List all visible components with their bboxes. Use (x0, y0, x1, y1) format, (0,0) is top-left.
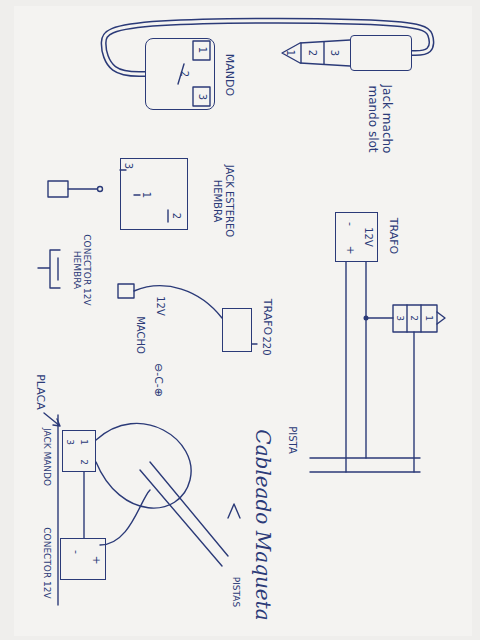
sketch-label: + (344, 245, 357, 254)
track-wires (346, 262, 414, 472)
paper-sheet (14, 6, 472, 636)
track-rails (310, 458, 420, 472)
sketch-label: 12V (362, 227, 374, 247)
small-plug-symbol (48, 181, 103, 197)
male-12v-plug-symbol (252, 343, 257, 344)
male-12v-plug-symbol (134, 286, 222, 318)
sketch-label: CONECTOR 12V HEMBRA (72, 229, 93, 311)
female-12v-connector-symbol (38, 250, 60, 288)
component-label: MANDO (223, 54, 236, 96)
board-wiring (83, 472, 84, 538)
sketch-label: ⊖-C-⊕ (152, 363, 165, 397)
cable-group (104, 21, 432, 74)
board-edge (57, 415, 58, 605)
sketch-label: 3 (196, 94, 208, 100)
component-box: Jack macho mando slot (350, 35, 412, 71)
jack-plug-tip (282, 40, 350, 66)
board-edge (44, 413, 60, 426)
jack-socket-pins (120, 170, 168, 222)
small-jack-symbol (407, 305, 445, 332)
cable-inner (104, 21, 432, 74)
small-jack-symbol (393, 305, 437, 332)
sketch-label: 2 (79, 459, 89, 465)
component-label: Jack macho mando slot (365, 79, 393, 159)
mando-buttons (193, 41, 210, 60)
cable (104, 21, 432, 74)
sketch-label: 3 (65, 439, 75, 445)
sketch-label: 3 (395, 315, 405, 321)
sketch-label: 2 (306, 50, 318, 56)
sketch-label: 1 (140, 192, 152, 198)
jack-socket-pins (120, 170, 168, 222)
board-wiring (100, 490, 150, 545)
component-box: JACK MANDO (62, 430, 96, 472)
component-label: CONECTOR 12V (42, 527, 52, 598)
sketch-label: MACHO (134, 316, 146, 354)
component-label: TRAFO (387, 218, 400, 254)
sketch-label: 1 (424, 315, 434, 321)
component-label: TRAFO (261, 299, 274, 335)
sketch-label: 220 (260, 336, 272, 355)
sketch-label: 12V (154, 296, 166, 316)
board-wiring (84, 423, 240, 566)
female-12v-connector-symbol (38, 250, 60, 288)
sketch-label: - (70, 550, 83, 554)
track-rails (310, 458, 420, 472)
small-plug-symbol (98, 187, 103, 192)
sketch-label: 2 (409, 315, 419, 321)
track-wires (346, 262, 414, 472)
sketch-label: 3 (328, 50, 340, 56)
sketch-label: PLACA (34, 374, 47, 410)
sketch-illustration (38, 40, 445, 605)
small-plug-symbol (48, 181, 68, 197)
male-12v-plug-symbol (118, 284, 134, 298)
component-box: TRAFO (222, 308, 252, 352)
sketch-label: PISTAS (231, 577, 241, 607)
component-label: JACK ESTEREO HEMBRA (212, 161, 235, 241)
sketch-label: 1 (284, 50, 296, 56)
small-jack-symbol (393, 305, 445, 332)
sketch-label: Cableado Maqueta (251, 429, 274, 620)
component-label: JACK MANDO (42, 428, 52, 486)
mando-buttons (178, 41, 210, 106)
sketch-label: PISTA (286, 426, 298, 454)
sketch-label: - (344, 222, 357, 226)
jack-plug-tip (301, 42, 324, 64)
sketch-label: 1 (79, 439, 89, 445)
small-plug-symbol (68, 188, 97, 189)
track-wires (364, 316, 368, 320)
sketch-label: 2 (170, 213, 182, 219)
mando-buttons (193, 87, 210, 106)
board-wiring (228, 504, 240, 518)
sketch-label: + (90, 555, 103, 564)
board-wiring (140, 462, 228, 566)
sketch-label: 2 (178, 71, 190, 77)
jack-plug-tip (282, 40, 350, 66)
sketch-label: 3 (122, 163, 134, 169)
sketch-label: 1 (196, 47, 208, 53)
